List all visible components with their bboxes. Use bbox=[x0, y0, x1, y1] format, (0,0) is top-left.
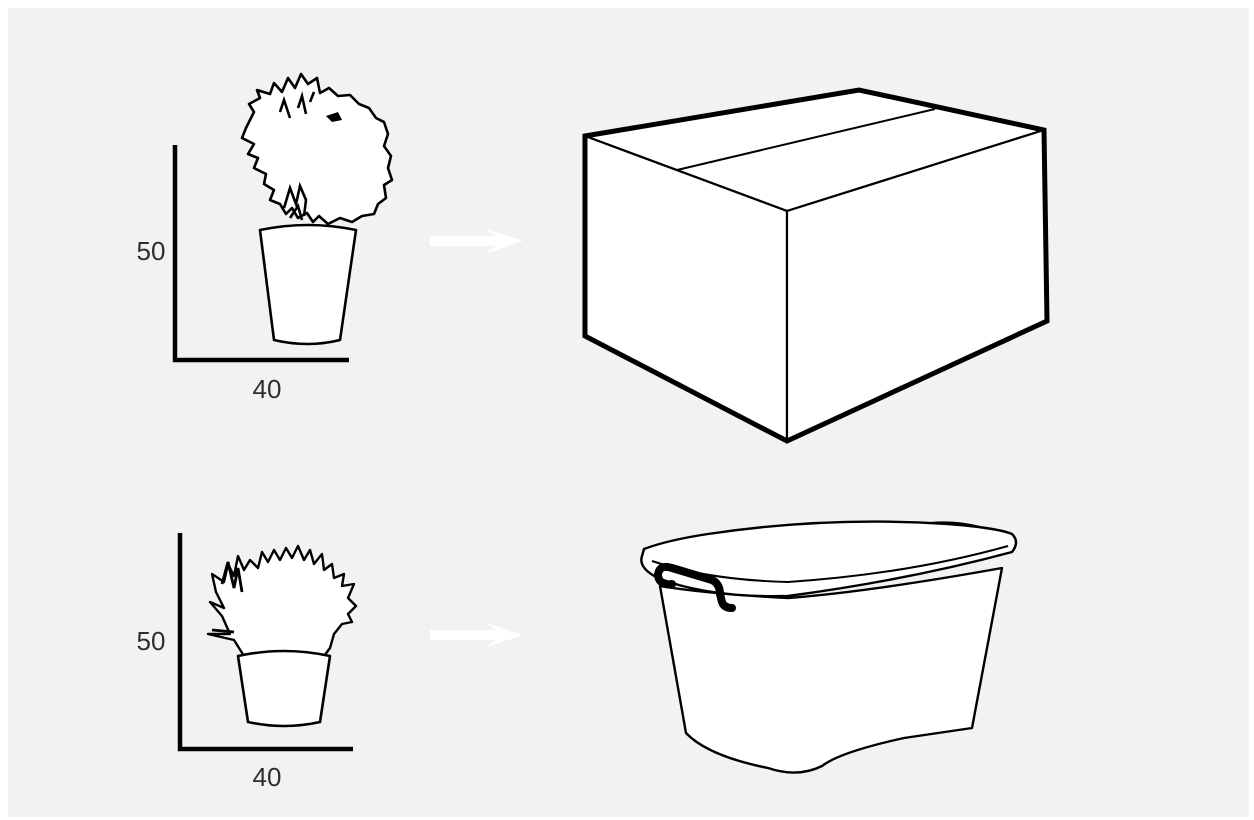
row-2-arrow-shape bbox=[430, 622, 523, 648]
row-1-right-arrow-icon bbox=[430, 228, 523, 254]
foliage-leaf-detail-stem bbox=[282, 181, 308, 221]
grassy-plant-pot bbox=[236, 649, 332, 728]
foliage-leaf-detail-top bbox=[278, 91, 316, 119]
box-outline bbox=[582, 87, 1050, 444]
row-2-dimension-axes: 50 40 bbox=[137, 533, 353, 792]
row-2-height-label: 50 bbox=[137, 626, 166, 656]
grassy-plant-in-pot-icon bbox=[206, 544, 358, 728]
grassy-foliage bbox=[206, 544, 358, 658]
storage-box-front-handle-hook bbox=[654, 572, 676, 589]
round-plant-pot bbox=[258, 223, 358, 346]
row-2: 50 40 bbox=[137, 520, 1018, 792]
row-1-height-label: 50 bbox=[137, 236, 166, 266]
row-2-right-arrow-icon bbox=[430, 622, 523, 648]
box-flap-seam bbox=[676, 108, 936, 171]
row-2-axis-lines bbox=[177, 533, 353, 752]
plastic-storage-box-with-lid-icon bbox=[640, 520, 1018, 774]
grassy-leaf-detail bbox=[211, 561, 244, 634]
storage-box-lid bbox=[640, 520, 1018, 598]
row-1: 50 40 bbox=[137, 72, 1050, 444]
row-1-arrow-shape bbox=[430, 228, 523, 254]
row-2-width-label: 40 bbox=[253, 762, 282, 792]
cardboard-box-icon bbox=[582, 87, 1050, 444]
foliage-shadow bbox=[326, 112, 342, 122]
storage-box-front-handle bbox=[654, 562, 736, 612]
row-1-dimension-axes: 50 40 bbox=[137, 145, 349, 404]
bushy-round-plant-in-pot-icon bbox=[240, 72, 394, 346]
diagram-canvas: 50 40 bbox=[8, 8, 1249, 817]
row-1-width-label: 40 bbox=[253, 374, 282, 404]
diagram-panel: 50 40 bbox=[8, 8, 1249, 817]
row-1-axis-lines bbox=[172, 145, 349, 363]
